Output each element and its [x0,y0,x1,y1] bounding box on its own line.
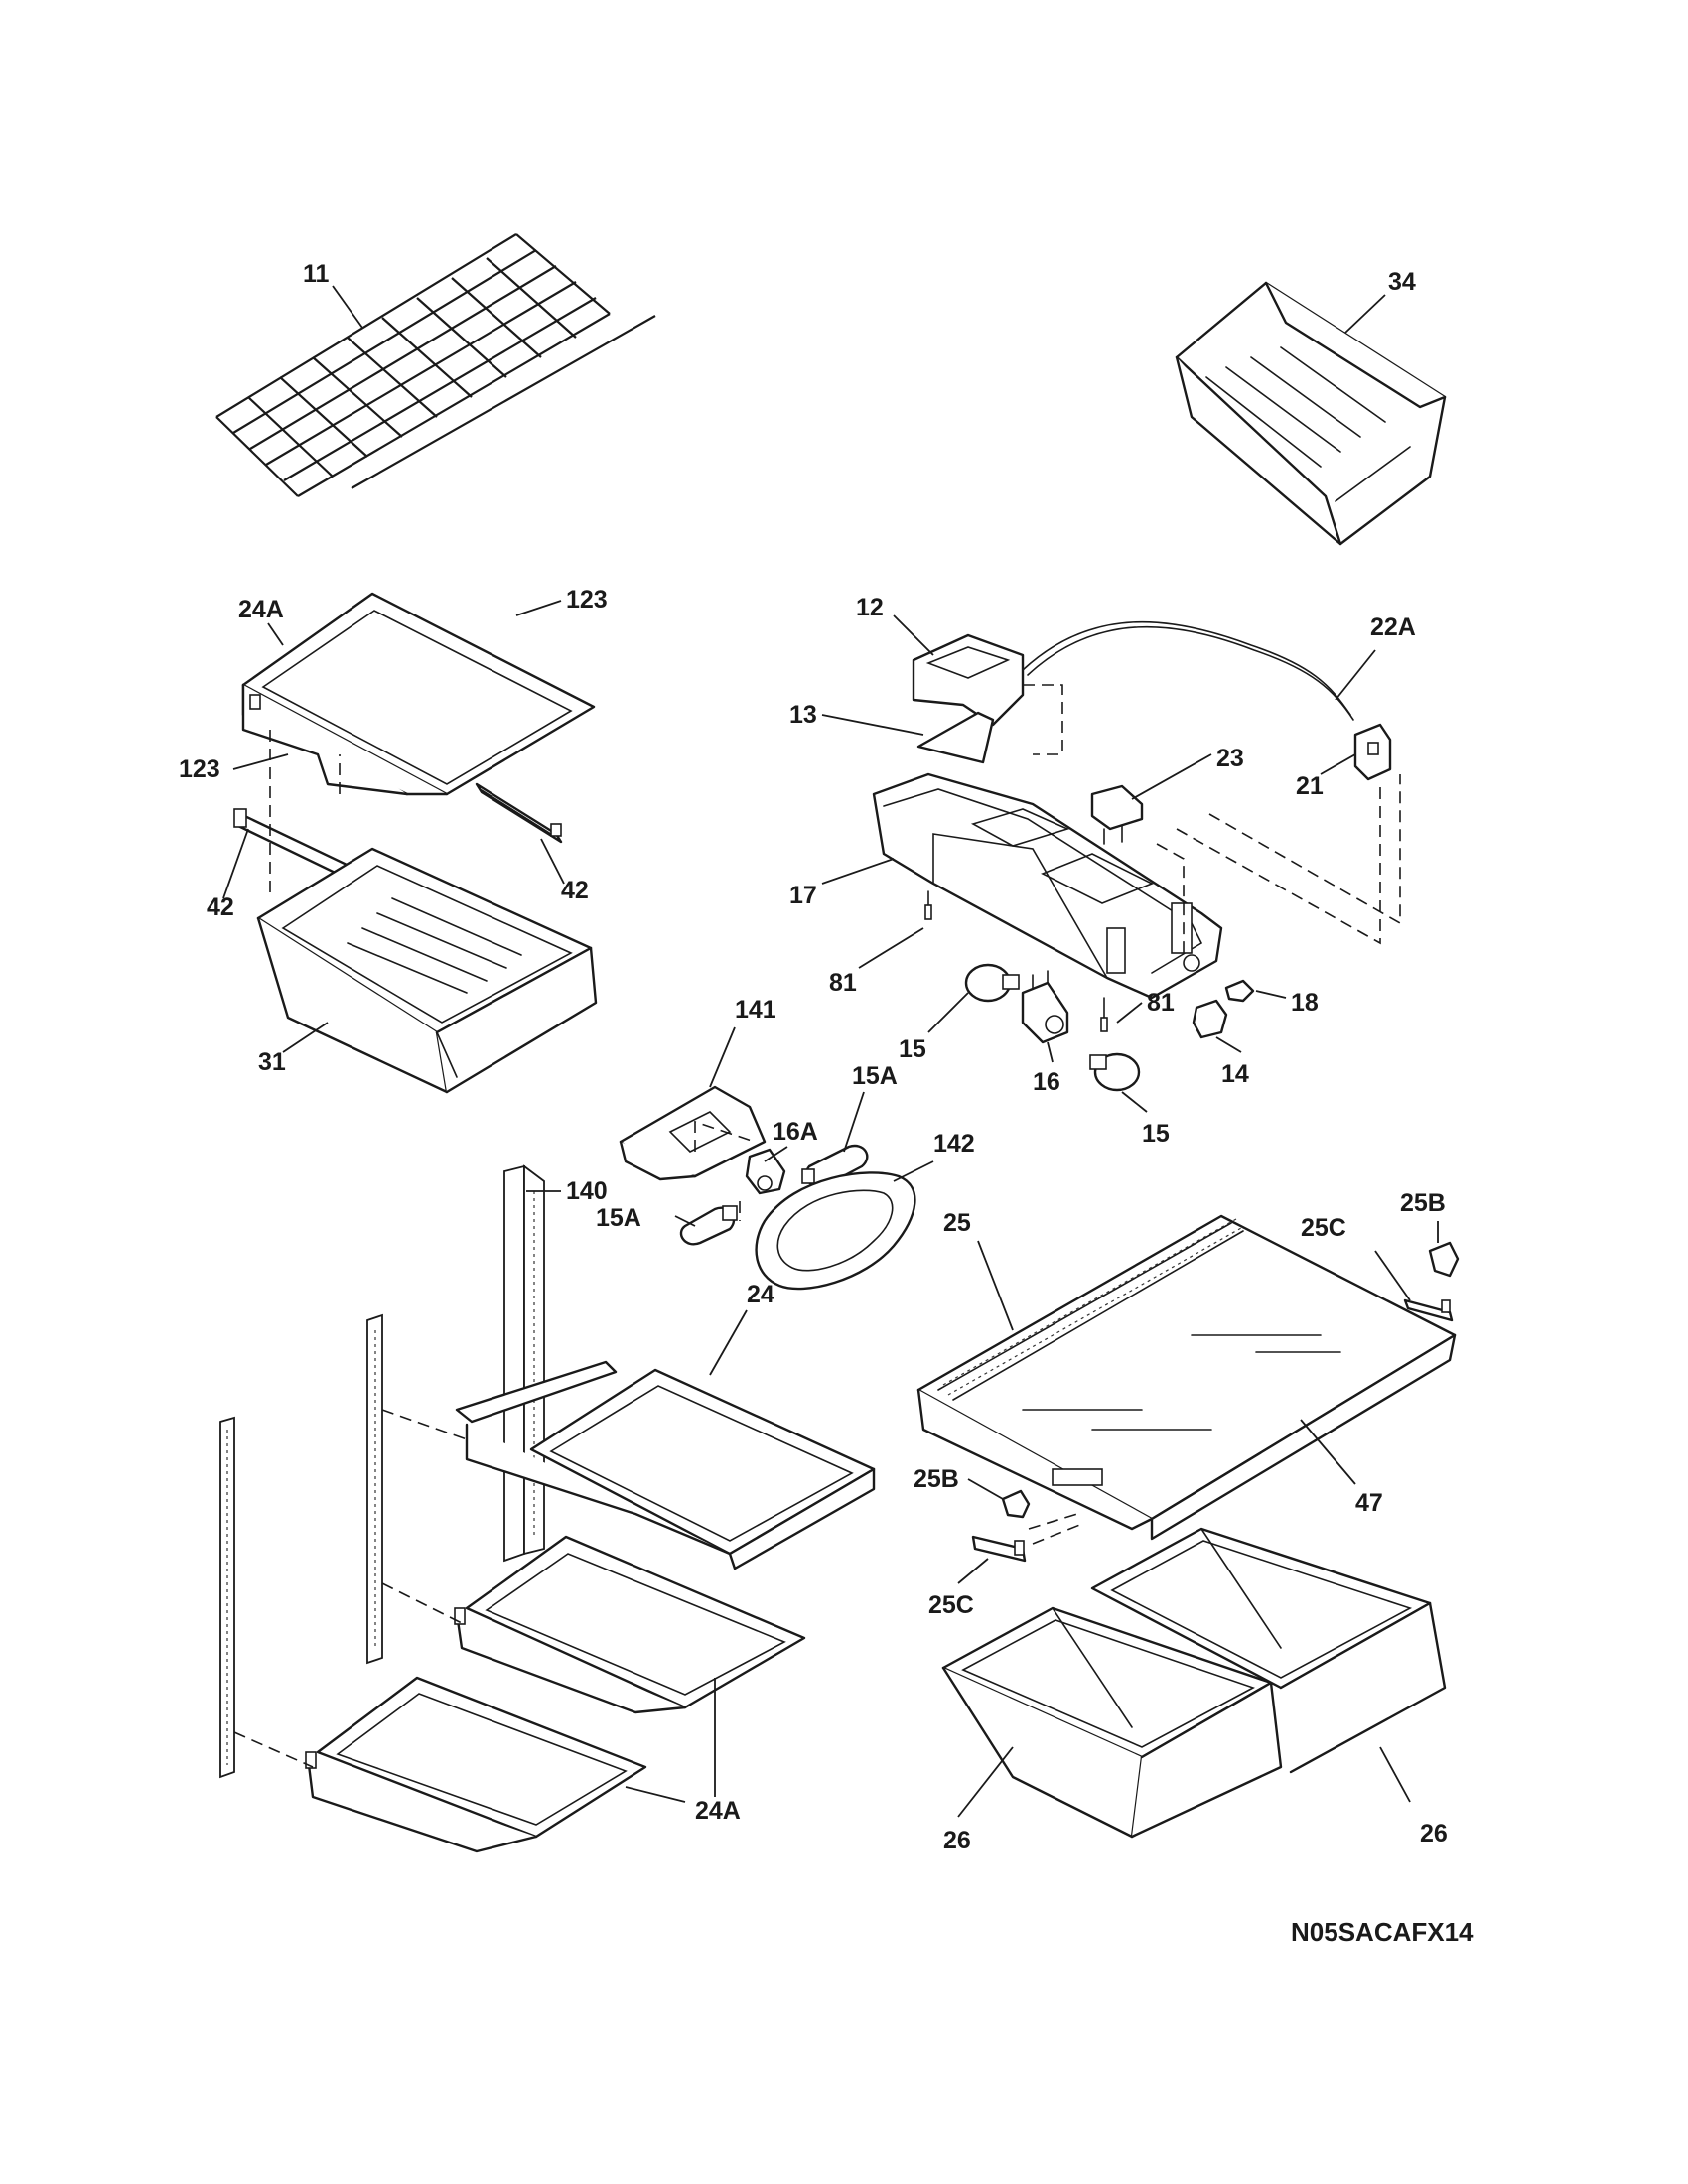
glass-shelf-24 [455,1360,876,1570]
drawing-code: N05SACAFX14 [1291,1917,1474,1947]
callout-18: 18 [1291,989,1319,1017]
lens-142 [755,1171,916,1291]
switch-14 [1192,999,1228,1039]
callout-16a: 16A [773,1118,818,1146]
slot-25 [1052,1468,1103,1486]
connector-21 [1353,723,1392,781]
callout-24a-bottom: 24A [695,1797,741,1825]
callout-34: 34 [1388,268,1416,296]
glass-shelf-24a-mid [454,1535,806,1714]
callout-25c-bottom: 25C [928,1591,974,1619]
callout-140: 140 [566,1177,608,1205]
glass-shelf-24a-low [305,1676,647,1853]
callout-23: 23 [1216,745,1244,772]
screw-81-left [924,890,932,920]
wire-harness-22a [1022,620,1354,755]
callout-24: 24 [747,1281,774,1308]
rail-140 [503,1164,545,1563]
clip-25b-top [1428,1241,1460,1278]
dash-24 [381,1409,468,1440]
callout-42-left: 42 [207,893,234,921]
drawer-26-left [941,1606,1283,1839]
callout-142: 142 [933,1130,975,1158]
leader-lines [222,285,1439,1818]
callout-15-left: 15 [899,1035,926,1063]
light-housing-17 [872,772,1223,1000]
drawer-26-right [1090,1527,1447,1774]
bulb-15-bottom [1089,1052,1141,1092]
wire-shelf-11 [215,233,656,497]
clip-18 [1224,979,1255,1003]
callout-24a-top: 24A [238,596,284,623]
callout-22a: 22A [1370,614,1416,641]
callout-16: 16 [1033,1068,1060,1096]
callout-123-top: 123 [566,586,608,614]
callout-25: 25 [943,1209,971,1237]
callout-15a-left: 15A [596,1204,641,1232]
door-bin-34 [1175,281,1447,546]
bracket-42-right [475,782,563,844]
deflector-13 [916,711,995,764]
callout-17: 17 [789,882,817,909]
light-cover-12 [912,633,1025,727]
bulb-15a-left [679,1205,738,1246]
callout-25b-mid: 25B [914,1465,959,1493]
dash-141 [694,1120,756,1221]
dash-24a-mid [381,1582,463,1624]
clip-25b-mid [1001,1489,1031,1519]
switch-23 [1090,784,1144,845]
callout-15-bottom: 15 [1142,1120,1170,1148]
lamp-housing-141 [619,1085,767,1181]
glass-shelf-24a-top [241,592,596,796]
socket-16 [1021,970,1069,1044]
callout-15a-right: 15A [852,1062,898,1090]
crisper-drawer-31 [256,847,598,1094]
shelf-25 [916,1214,1457,1541]
rail-left-mid [366,1313,383,1665]
callout-31: 31 [258,1048,286,1076]
callout-12: 12 [856,594,884,621]
callout-42-right: 42 [561,877,589,904]
dash-24a-low [233,1731,314,1768]
dash-harness [1156,774,1401,953]
callout-26-left: 26 [943,1827,971,1854]
socket-16a [745,1148,786,1195]
bulb-15a-right [801,1144,869,1189]
dash-25c [1028,1513,1083,1545]
callout-13: 13 [789,701,817,729]
bulb-15-left [964,963,1020,1003]
rail-left-low [219,1416,235,1779]
callout-26-right: 26 [1420,1820,1448,1847]
callout-11: 11 [303,260,330,288]
callout-81-right: 81 [1147,989,1175,1017]
bracket-25c-bottom [971,1535,1027,1563]
callout-123-left: 123 [179,755,220,783]
callout-25c-top: 25C [1301,1214,1346,1242]
dash-24a-top [269,730,341,893]
callout-47: 47 [1355,1489,1383,1517]
callout-25b-top: 25B [1400,1189,1446,1217]
callout-21: 21 [1296,772,1324,800]
callout-14: 14 [1221,1060,1249,1088]
bracket-25c-top [1403,1298,1454,1322]
screw-81-right [1100,997,1108,1032]
callout-141: 141 [735,996,776,1024]
callout-81-left: 81 [829,969,857,997]
